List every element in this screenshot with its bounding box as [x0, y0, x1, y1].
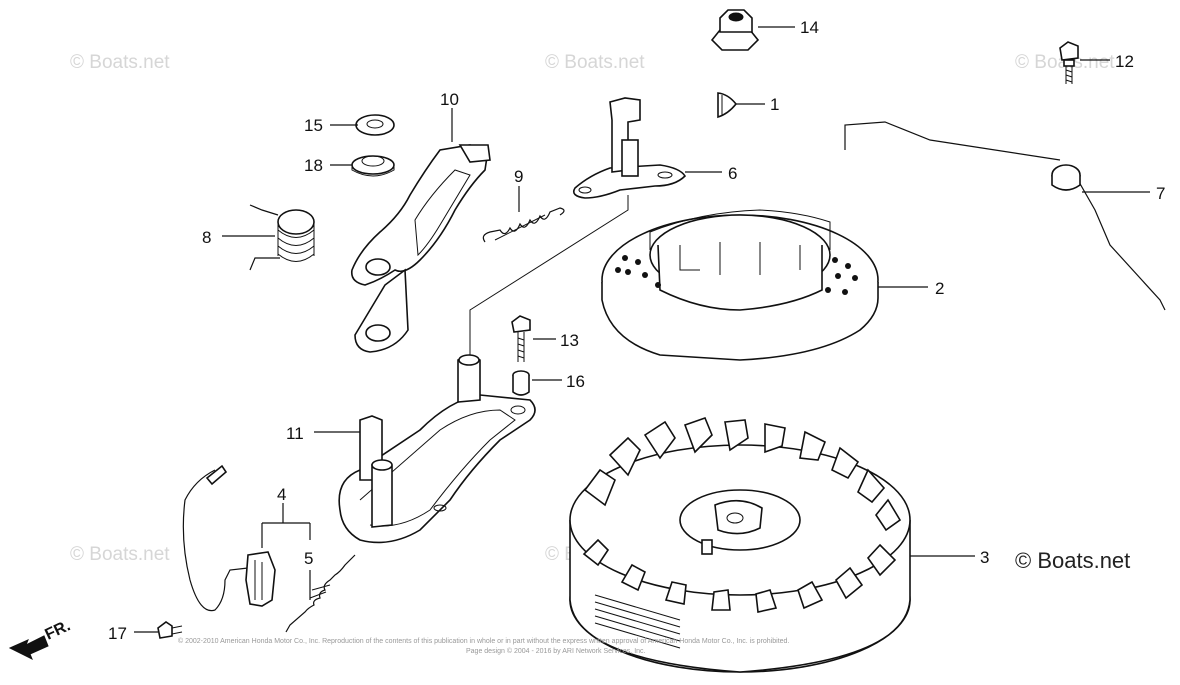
watermark-top-center: © Boats.net [545, 52, 645, 73]
part-1-key[interactable] [717, 92, 738, 119]
part-11-base-plate[interactable] [338, 354, 536, 544]
front-arrow: FR. [8, 617, 74, 661]
watermark-bottom-left: © Boats.net [70, 544, 170, 565]
part-5-spring[interactable] [285, 554, 356, 633]
part-10-brake-arm[interactable] [350, 144, 491, 353]
callout-12[interactable]: 12 [1115, 52, 1134, 71]
front-label: FR. [43, 617, 74, 643]
part-14-nut[interactable] [710, 9, 760, 51]
assembly-line [469, 195, 629, 360]
part-18-washer[interactable] [351, 155, 395, 177]
watermark-main: © Boats.net [1015, 548, 1130, 573]
part-2-starter-cup[interactable] [601, 209, 879, 361]
callout-4[interactable]: 4 [277, 485, 286, 504]
part-9-spring[interactable] [482, 207, 565, 243]
callout-11[interactable]: 11 [286, 424, 304, 443]
leader-lines [134, 26, 1150, 633]
part-6-shoe-plate[interactable] [572, 97, 687, 199]
part-15-washer[interactable] [355, 114, 395, 136]
part-16-collar[interactable] [512, 370, 530, 396]
part-7-rod[interactable] [844, 121, 1166, 311]
callout-7[interactable]: 7 [1156, 184, 1165, 203]
cup-vent-holes [615, 255, 858, 295]
callout-1[interactable]: 1 [770, 95, 779, 114]
callout-10[interactable]: 10 [440, 90, 459, 109]
callout-15[interactable]: 15 [304, 116, 323, 135]
callout-2[interactable]: 2 [935, 279, 944, 298]
callout-9[interactable]: 9 [514, 167, 523, 186]
copyright-line-2: Page design © 2004 - 2016 by ARI Network… [466, 647, 646, 655]
callout-numbers: 14 12 1 7 15 18 10 6 9 8 2 13 16 11 4 5 … [108, 18, 1165, 643]
part-8-torsion-spring[interactable] [249, 204, 315, 271]
flywheel-label-stripes [594, 594, 681, 649]
copyright-line-1: © 2002-2010 American Honda Motor Co., In… [178, 637, 789, 645]
part-4-stop-switch[interactable] [182, 464, 276, 612]
watermark-top-left: © Boats.net [70, 52, 170, 73]
callout-17[interactable]: 17 [108, 624, 127, 643]
part-12-bolt[interactable] [1059, 41, 1079, 84]
flywheel-fins [582, 416, 902, 613]
callout-8[interactable]: 8 [202, 228, 211, 247]
callout-14[interactable]: 14 [800, 18, 819, 37]
callout-3[interactable]: 3 [980, 548, 989, 567]
callout-18[interactable]: 18 [304, 156, 323, 175]
copyright: © 2002-2010 American Honda Motor Co., In… [178, 637, 789, 655]
watermarks: © Boats.net © Boats.net © Boats.net © Bo… [70, 52, 1130, 573]
callout-13[interactable]: 13 [560, 331, 579, 350]
part-3-flywheel[interactable] [569, 416, 911, 673]
part-17-screw[interactable] [157, 621, 183, 639]
callout-5[interactable]: 5 [304, 549, 313, 568]
callout-6[interactable]: 6 [728, 164, 737, 183]
part-13-bolt[interactable] [511, 315, 531, 362]
callout-16[interactable]: 16 [566, 372, 585, 391]
